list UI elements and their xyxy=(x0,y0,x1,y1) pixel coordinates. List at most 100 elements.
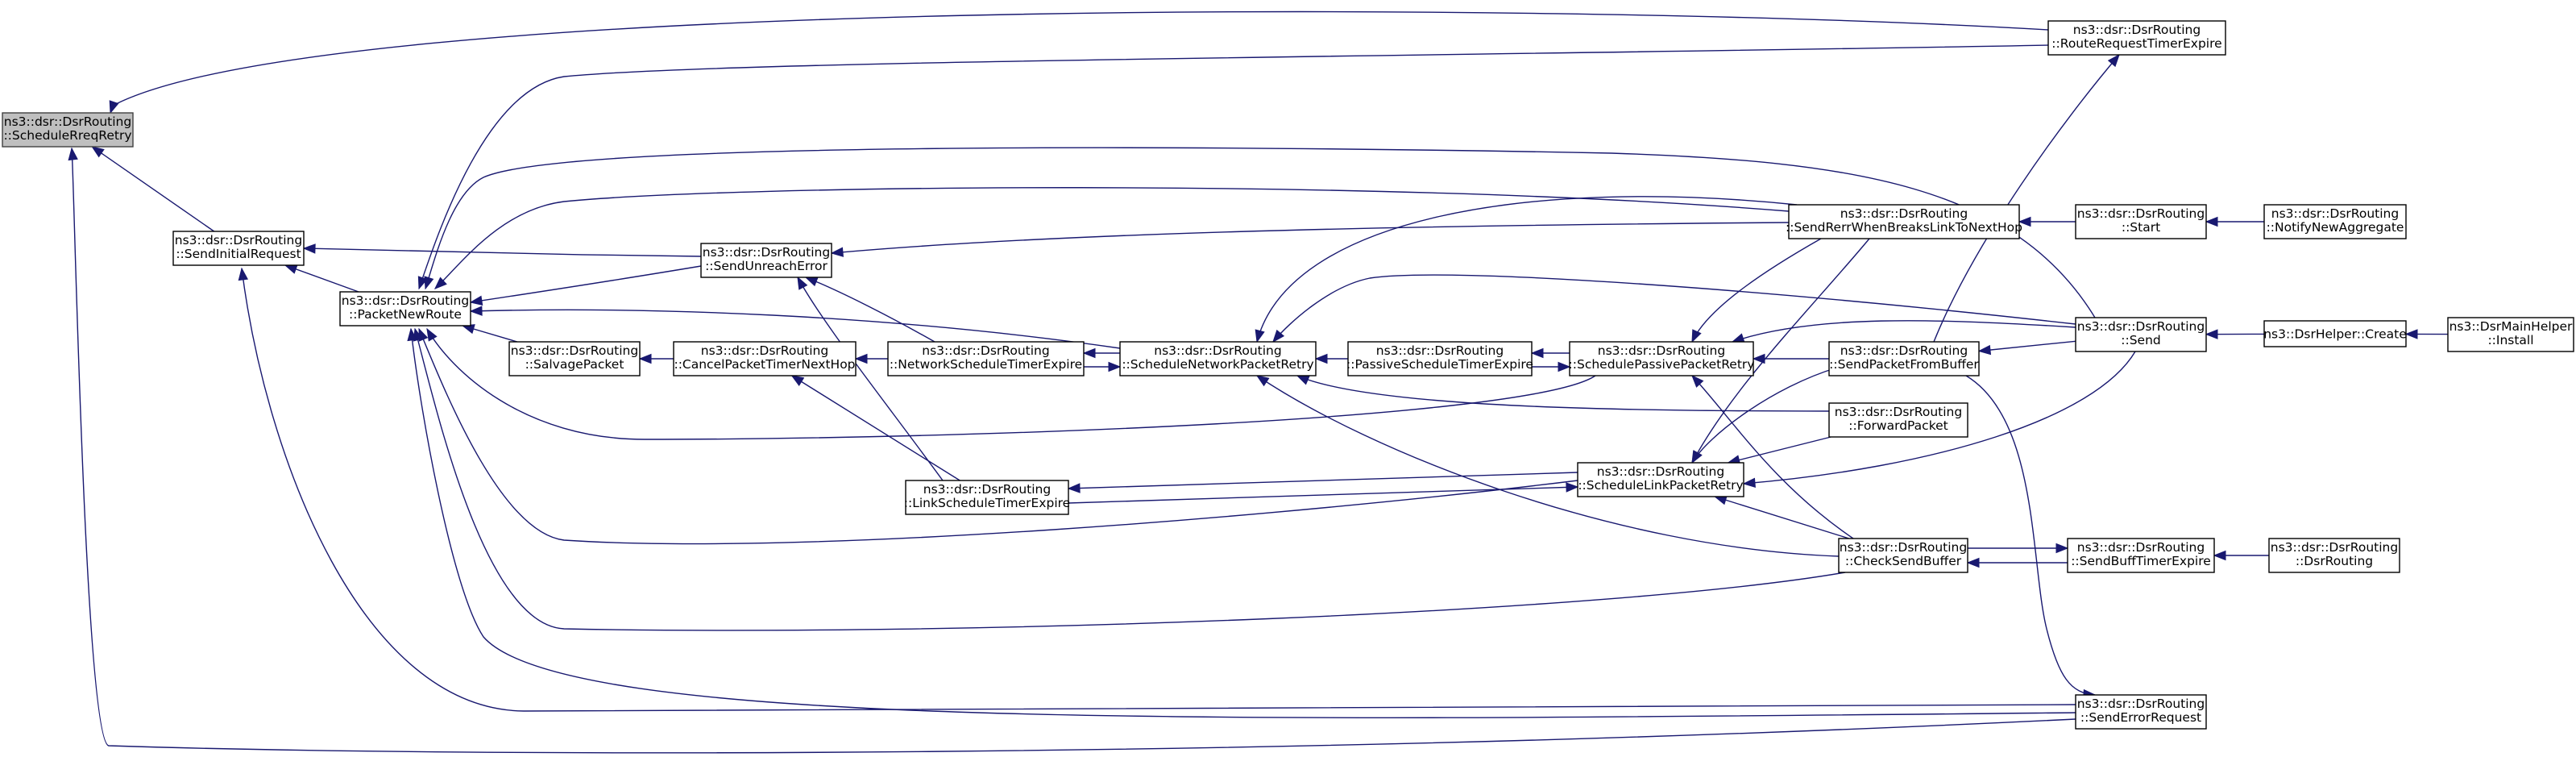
arrowhead-icon xyxy=(1255,329,1265,343)
call-edge-send_unreach_error-to-send_initial_request xyxy=(302,243,702,257)
node-label-line1: ns3::dsr::DsrRouting xyxy=(2077,206,2205,221)
arrowhead-icon xyxy=(426,327,438,342)
call-edge-send_rerr_breaks_link-to-packet_new_route xyxy=(434,187,1790,289)
arrowhead-icon xyxy=(1255,375,1270,387)
edge-line xyxy=(1068,486,1578,504)
node-box xyxy=(1119,341,1317,376)
node-check-send-buffer[interactable]: ns3::dsr::DsrRouting::CheckSendBuffer xyxy=(1838,538,1968,573)
call-edge-send-to-send_packet_from_buffer xyxy=(1977,340,2076,356)
node-schedule-link-retry[interactable]: ns3::dsr::DsrRouting::ScheduleLinkPacket… xyxy=(1577,462,1744,497)
edge-line xyxy=(1933,54,2120,343)
node-dsr-helper-create[interactable]: ns3::DsrHelper::Create xyxy=(2263,320,2407,347)
node-label-line1: ns3::dsr::DsrRouting xyxy=(703,245,830,260)
edge-line xyxy=(470,309,1121,349)
node-schedule-passive-retry[interactable]: ns3::dsr::DsrRouting::SchedulePassivePac… xyxy=(1569,341,1755,376)
edge-line xyxy=(414,328,1846,631)
arrowhead-icon xyxy=(1691,450,1703,464)
call-edge-dsr_routing_ctor-to-send_buff_timer xyxy=(2213,550,2269,561)
node-box xyxy=(508,341,641,376)
node-box xyxy=(905,480,1069,515)
node-dsr-routing-ctor[interactable]: ns3::dsr::DsrRouting::DsrRouting xyxy=(2268,538,2400,573)
node-send-rerr-breaks-link[interactable]: ns3::dsr::DsrRouting::SendRerrWhenBreaks… xyxy=(1786,204,2022,239)
call-edge-send_rerr_breaks_link-to-schedule_passive_retry xyxy=(1691,238,1822,343)
call-edge-send_buff_timer-to-check_send_buffer xyxy=(1966,557,2068,568)
node-send-error-request[interactable]: ns3::dsr::DsrRouting::SendErrorRequest xyxy=(2075,694,2207,730)
node-dsr-main-helper-install[interactable]: ns3::DsrMainHelper::Install xyxy=(2447,317,2574,352)
node-schedule-network-retry[interactable]: ns3::dsr::DsrRouting::ScheduleNetworkPac… xyxy=(1119,341,1317,376)
arrowhead-icon xyxy=(424,276,434,290)
edge-line xyxy=(426,328,1596,440)
arrowhead-icon xyxy=(434,277,447,289)
node-label-line1: ns3::dsr::DsrRouting xyxy=(175,233,302,247)
node-label-line2: ::ForwardPacket xyxy=(1848,418,1948,433)
edge-line xyxy=(1691,238,1822,343)
node-notify-new-aggregate[interactable]: ns3::dsr::DsrRouting::NotifyNewAggregate xyxy=(2263,204,2407,239)
edge-line xyxy=(831,222,1790,254)
node-label-line2: ::DsrRouting xyxy=(2296,554,2373,568)
node-packet-new-route[interactable]: ns3::dsr::DsrRouting::PacketNewRoute xyxy=(339,291,471,327)
arrowhead-icon xyxy=(1977,344,1992,356)
arrowhead-icon xyxy=(284,264,298,274)
node-label-line1: ns3::dsr::DsrRouting xyxy=(1597,464,1724,479)
node-label-line1: ns3::DsrMainHelper xyxy=(2449,319,2573,334)
call-edge-network_schedule_timer-to-send_unreach_error xyxy=(804,277,935,343)
call-edge-send_rerr_breaks_link-to-schedule_network_retry xyxy=(1255,196,1798,343)
arrowhead-icon xyxy=(302,243,316,254)
node-label-line2: ::SendUnreachError xyxy=(705,259,828,273)
arrowhead-icon xyxy=(469,306,483,316)
node-layer: ns3::dsr::DsrRouting::ScheduleRreqRetryn… xyxy=(2,20,2574,730)
node-label-line2: ::CancelPacketTimerNextHop xyxy=(674,357,855,372)
call-edge-schedule_network_retry-to-network_schedule_timer xyxy=(1082,347,1120,359)
node-box xyxy=(1577,462,1744,497)
node-send-unreach-error[interactable]: ns3::dsr::DsrRouting::SendUnreachError xyxy=(700,243,832,278)
node-start[interactable]: ns3::dsr::DsrRouting::Start xyxy=(2075,204,2207,239)
node-box xyxy=(2,112,134,148)
edge-line xyxy=(1978,340,2076,352)
node-schedule-rreq-retry[interactable]: ns3::dsr::DsrRouting::ScheduleRreqRetry xyxy=(2,112,134,148)
node-cancel-packet-timer[interactable]: ns3::dsr::DsrRouting::CancelPacketTimerN… xyxy=(673,341,857,376)
edge-line xyxy=(71,148,2076,754)
edge-line xyxy=(1272,274,2076,343)
call-edge-send_rerr_breaks_link-to-send_unreach_error xyxy=(830,222,1790,257)
node-label-line2: ::SchedulePassivePacketRetry xyxy=(1569,357,1755,372)
call-edge-send_packet_from_buffer-to-schedule_link_retry xyxy=(1691,367,1838,464)
edge-line xyxy=(805,277,935,343)
call-edge-forward_packet-to-schedule_link_retry xyxy=(1727,436,1831,465)
node-salvage-packet[interactable]: ns3::dsr::DsrRouting::SalvagePacket xyxy=(508,341,641,376)
node-network-schedule-timer[interactable]: ns3::dsr::DsrRouting::NetworkScheduleTim… xyxy=(887,341,1085,376)
edge-line xyxy=(797,277,944,481)
node-label-line2: ::Start xyxy=(2122,220,2160,235)
call-edge-send_error_request-to-schedule_rreq_retry xyxy=(68,147,2076,754)
node-label-line2: ::Send xyxy=(2121,333,2160,347)
node-label-line2: ::SendBuffTimerExpire xyxy=(2071,554,2211,568)
call-edge-passive_schedule_timer-to-schedule_network_retry xyxy=(1314,353,1348,364)
call-edge-send-to-schedule_link_retry xyxy=(1742,351,2136,488)
node-label-line2: ::LinkScheduleTimerExpire xyxy=(904,496,1070,510)
arrowhead-icon xyxy=(804,277,819,287)
node-send[interactable]: ns3::dsr::DsrRouting::Send xyxy=(2075,317,2207,352)
node-label-line2: ::SalvagePacket xyxy=(525,357,624,372)
node-send-initial-request[interactable]: ns3::dsr::DsrRouting::SendInitialRequest xyxy=(172,231,305,266)
node-link-schedule-timer[interactable]: ns3::dsr::DsrRouting::LinkScheduleTimerE… xyxy=(904,480,1070,515)
node-passive-schedule-timer[interactable]: ns3::dsr::DsrRouting::PassiveScheduleTim… xyxy=(1346,341,1533,376)
arrowhead-icon xyxy=(469,295,483,306)
arrowhead-icon xyxy=(638,353,652,364)
node-label-line1: ns3::dsr::DsrRouting xyxy=(342,293,469,308)
node-box xyxy=(2067,538,2215,573)
node-box xyxy=(2075,317,2207,352)
node-send-packet-from-buffer[interactable]: ns3::dsr::DsrRouting::SendPacketFromBuff… xyxy=(1828,341,1980,376)
arrowhead-icon xyxy=(1742,477,1756,488)
node-route-request-timer[interactable]: ns3::dsr::DsrRouting::RouteRequestTimerE… xyxy=(2047,20,2226,56)
node-box xyxy=(1347,341,1533,376)
node-box xyxy=(2047,20,2226,56)
node-box xyxy=(2263,320,2407,347)
node-label-line2: ::ScheduleNetworkPacketRetry xyxy=(1122,357,1313,372)
node-label-line2: ::SendInitialRequest xyxy=(176,247,301,261)
node-send-buff-timer[interactable]: ns3::dsr::DsrRouting::SendBuffTimerExpir… xyxy=(2067,538,2215,573)
node-label-line1: ns3::dsr::DsrRouting xyxy=(2077,319,2205,334)
arrowhead-icon xyxy=(797,276,808,290)
node-forward-packet[interactable]: ns3::dsr::DsrRouting::ForwardPacket xyxy=(1828,402,1968,438)
call-edge-link_schedule_timer-to-send_unreach_error xyxy=(797,276,944,481)
call-edge-send_initial_request-to-schedule_rreq_retry xyxy=(91,146,215,232)
node-label-line2: ::ScheduleRreqRetry xyxy=(3,128,131,143)
